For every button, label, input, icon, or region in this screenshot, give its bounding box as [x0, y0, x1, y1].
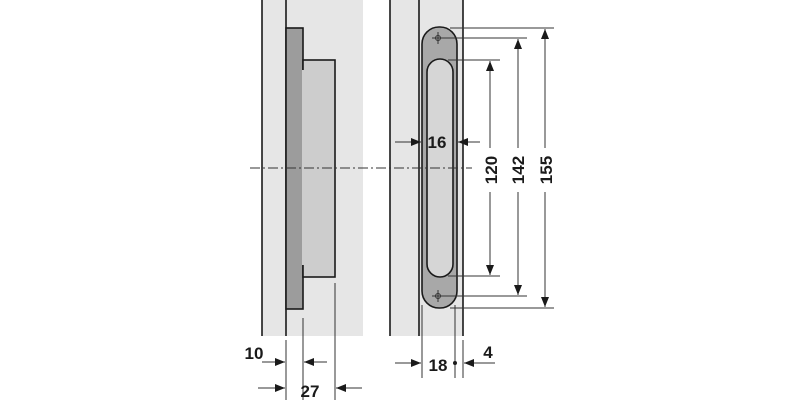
dimension-4-label: 4 [483, 343, 493, 362]
handle-width-dimension: 16 [395, 133, 480, 152]
frame-dimensions: 18 4 [395, 305, 495, 378]
dimension-16-label: 16 [428, 133, 447, 152]
depth-dimensions: 10 27 [245, 283, 362, 400]
dimension-27-label: 27 [301, 382, 320, 400]
dimension-18-label: 18 [429, 356, 448, 375]
dimension-155-label: 155 [537, 156, 556, 184]
dimension-120-label: 120 [482, 156, 501, 184]
dimension-142-label: 142 [509, 156, 528, 184]
dimension-10-label: 10 [245, 344, 264, 363]
vertical-dimensions: 120 142 155 [440, 27, 556, 309]
